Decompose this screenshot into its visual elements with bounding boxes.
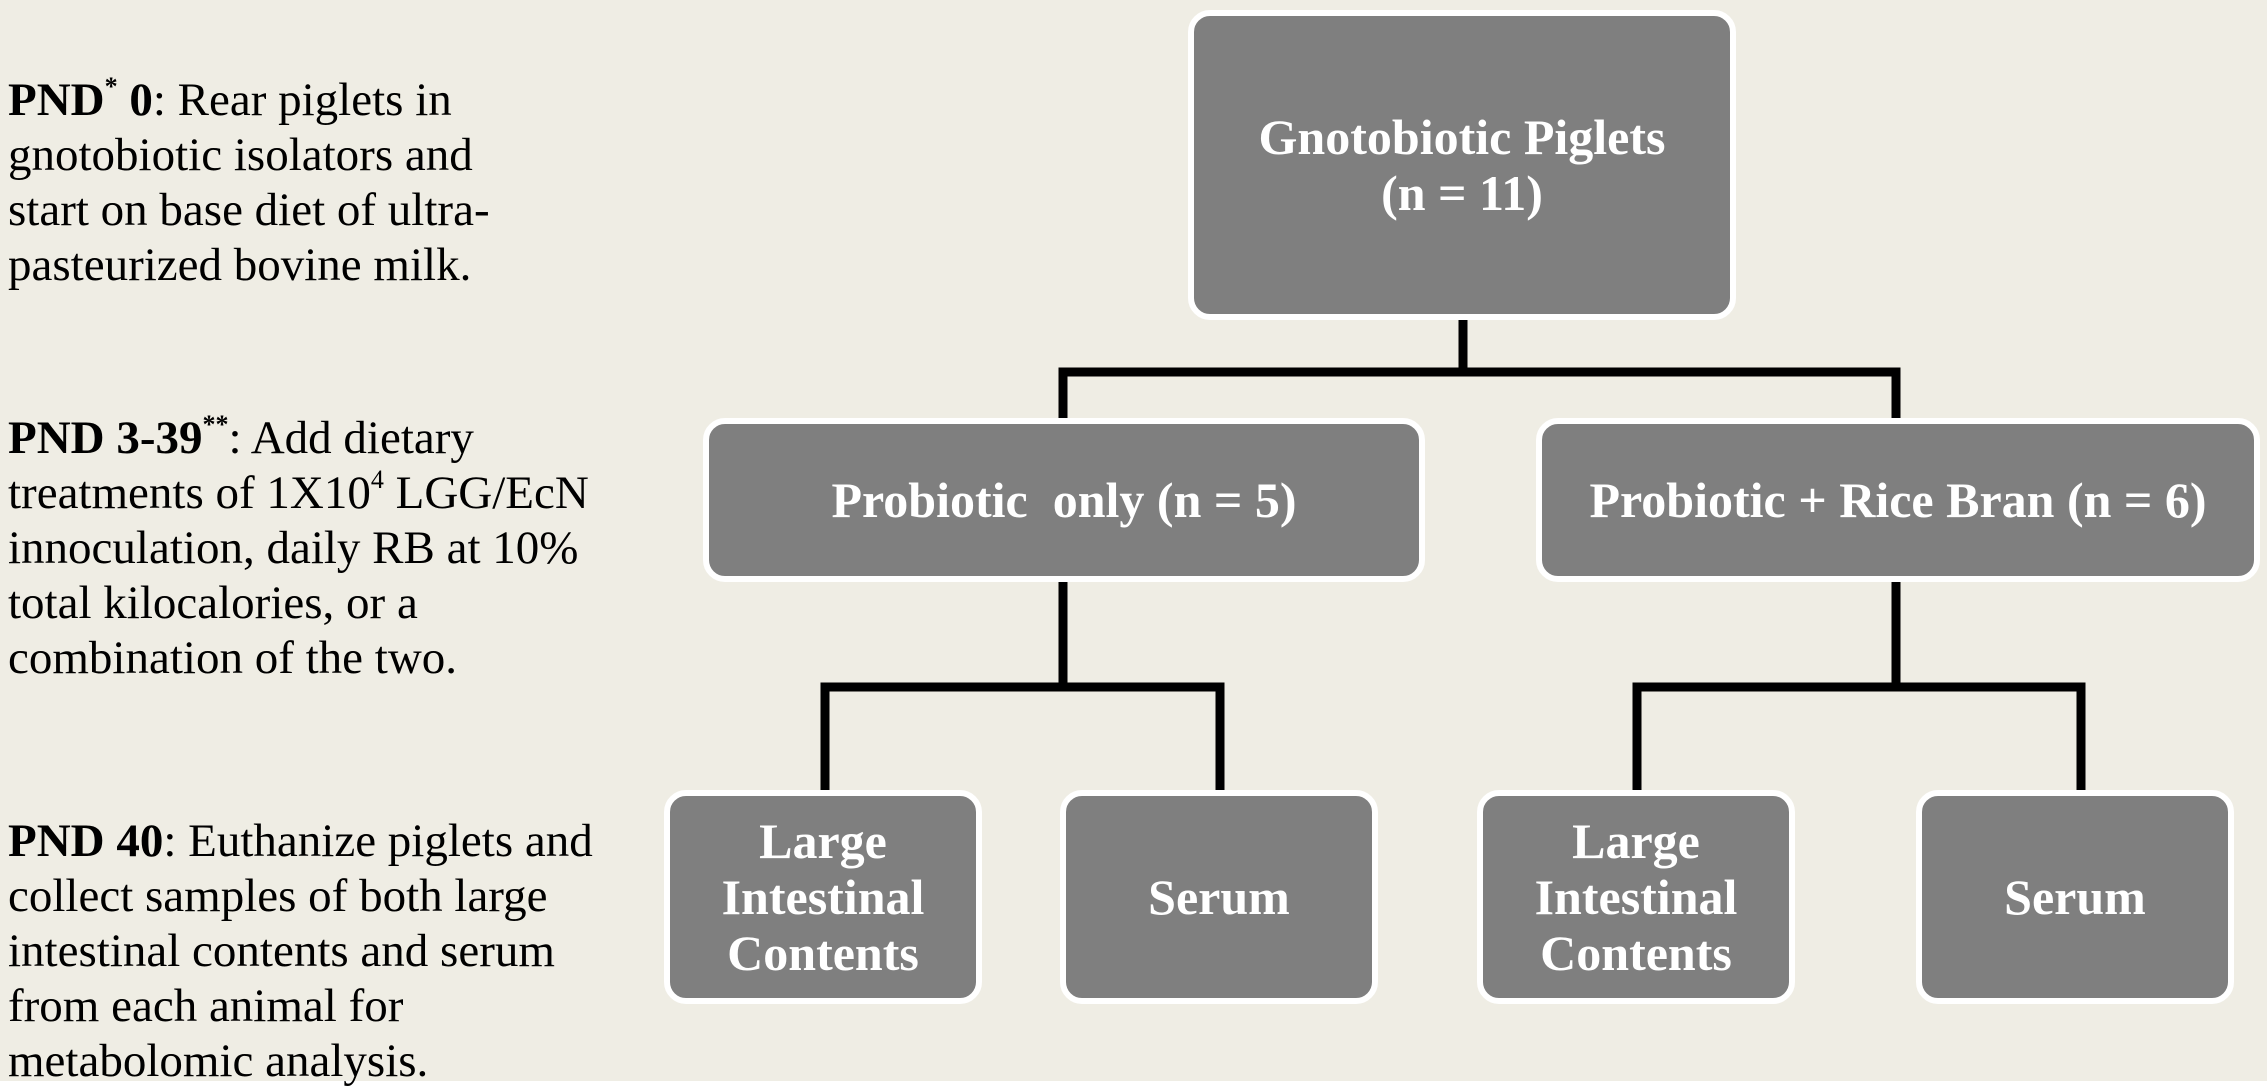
node-serum-rice-bran: Serum [1916, 790, 2234, 1004]
node-label: Probiotic only (n = 5) [831, 472, 1297, 528]
node-label: Serum [1148, 869, 1290, 925]
step-label: PND 40 [8, 815, 164, 867]
step-description-exponent: 4 [370, 465, 384, 494]
step-description: : Rear piglets in gnotobiotic isolators … [8, 74, 490, 291]
node-count: (n = 11) [1381, 165, 1543, 221]
timeline-step-pnd-3-39: PND 3-39**: Add dietary treatments of 1X… [8, 411, 648, 686]
node-label-line: Contents [727, 925, 919, 981]
step-description: : Euthanize piglets and collect samples … [8, 815, 593, 1087]
node-gnotobiotic-piglets: Gnotobiotic Piglets (n = 11) [1188, 10, 1736, 320]
node-label-line: Intestinal [1534, 869, 1738, 925]
connector-rice-bran-to-samples [1632, 682, 2086, 795]
timeline-step-pnd-40: PND 40: Euthanize piglets and collect sa… [8, 814, 643, 1089]
node-large-intestinal-contents-probiotic: Large Intestinal Contents [664, 790, 982, 1004]
node-probiotic-rice-bran: Probiotic + Rice Bran (n = 6) [1536, 418, 2260, 582]
step-label: PND 3-39 [8, 412, 203, 464]
node-probiotic-only: Probiotic only (n = 5) [703, 418, 1425, 582]
step-label-superscript: * [104, 72, 118, 101]
step-description-start: : Add dietary treatments of 1X10 [8, 412, 474, 519]
connector-probiotic-to-samples [820, 682, 1225, 795]
step-label-tail: 0 [117, 74, 153, 126]
node-label-line: Large [759, 813, 887, 869]
node-large-intestinal-contents-rice-bran: Large Intestinal Contents [1477, 790, 1795, 1004]
connector-root-to-groups [1058, 367, 1901, 423]
node-label-line: Intestinal [721, 869, 925, 925]
node-label: Probiotic + Rice Bran (n = 6) [1589, 472, 2207, 528]
timeline-step-pnd-0: PND* 0: Rear piglets in gnotobiotic isol… [8, 73, 528, 293]
node-label-line: Contents [1540, 925, 1732, 981]
step-label: PND [8, 74, 105, 126]
step-label-superscript: ** [202, 410, 229, 439]
node-serum-probiotic: Serum [1060, 790, 1378, 1004]
step-description: LGG/EcN innoculation, daily RB at 10% to… [8, 467, 589, 684]
node-label: Serum [2004, 869, 2146, 925]
node-label: Gnotobiotic Piglets [1258, 109, 1666, 165]
node-label-line: Large [1572, 813, 1700, 869]
